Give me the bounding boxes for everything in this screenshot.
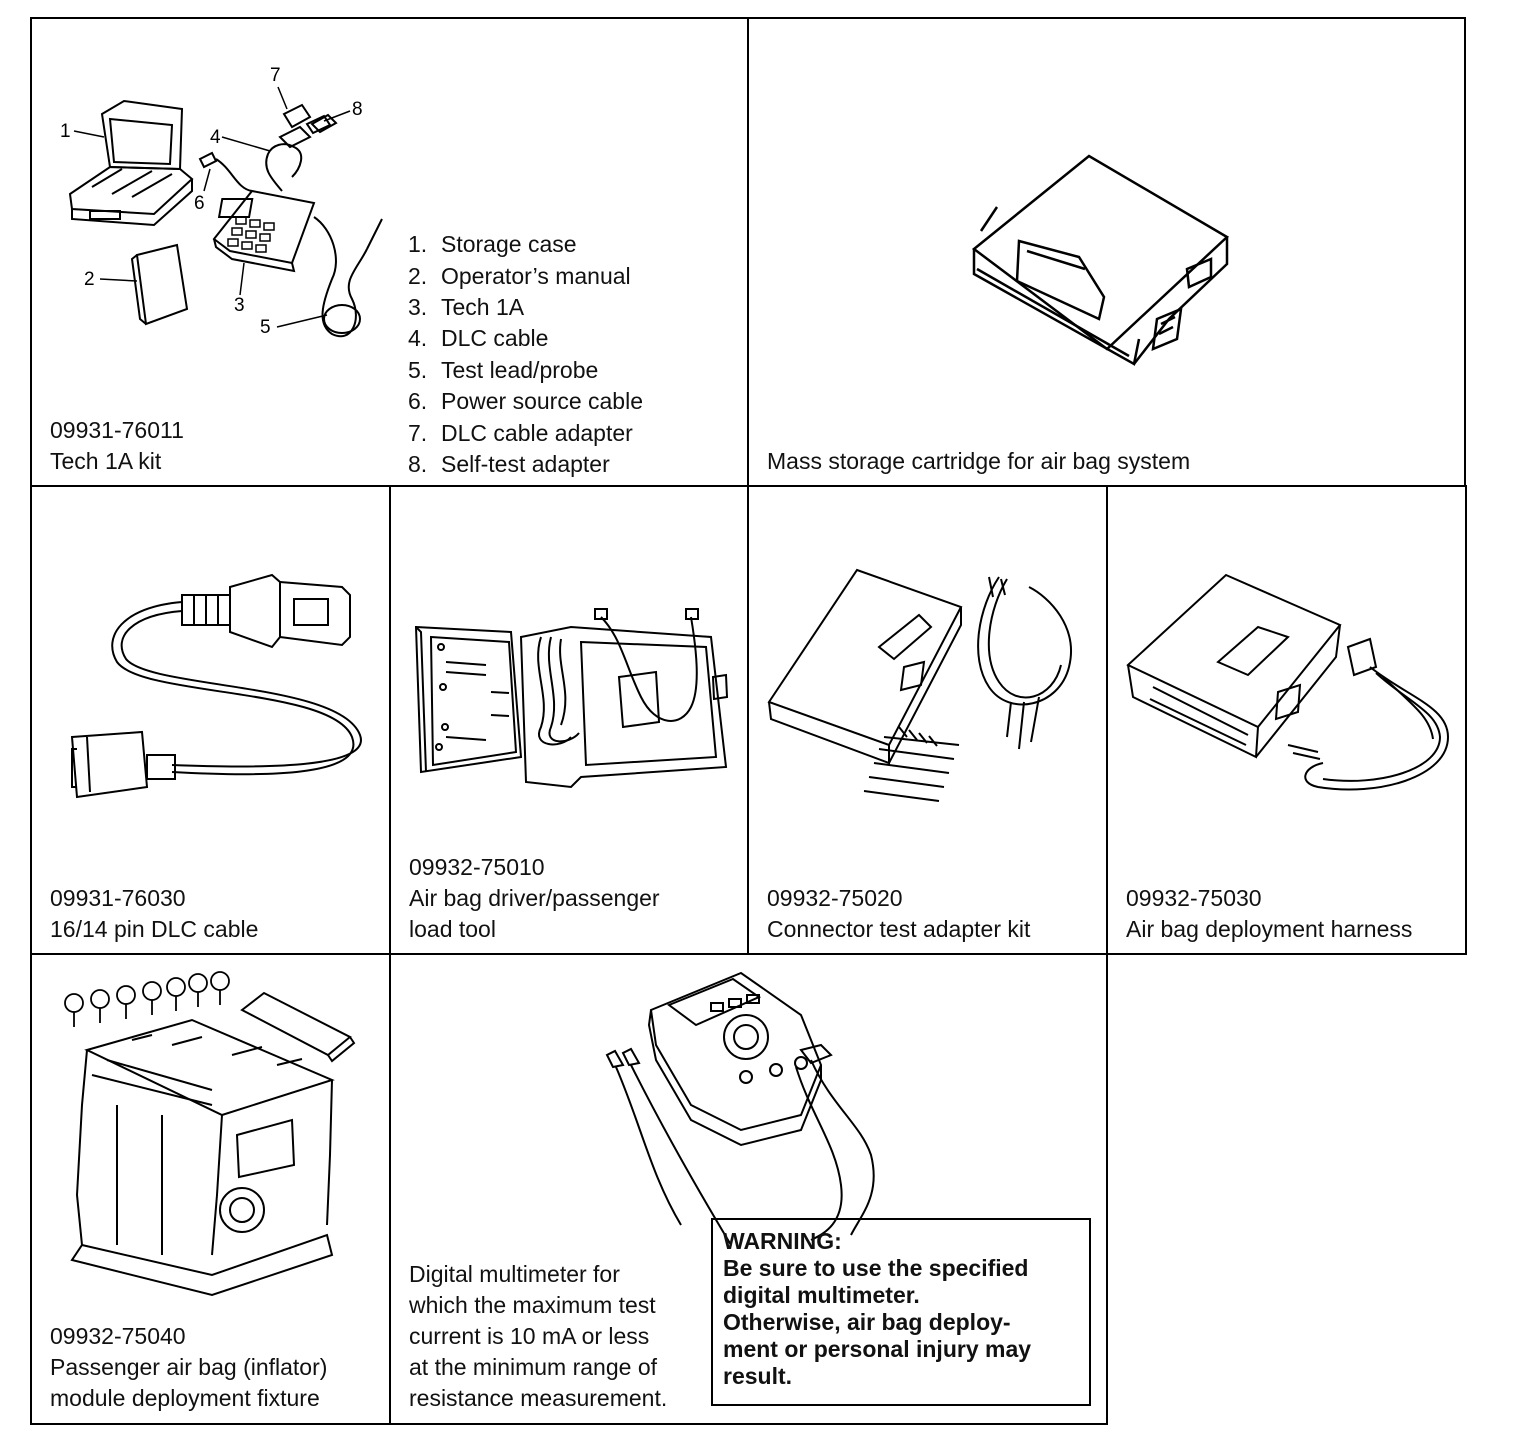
multimeter-description: Digital multimeter for which the maximum… [409,1259,667,1414]
tool-name: Connector test adapter kit [767,916,1031,942]
callout-4: 4 [210,127,221,148]
description-line: Digital multimeter for [409,1261,620,1287]
legend-item: 1.Storage case [408,231,577,258]
tool-caption: Mass storage cartridge for air bag syste… [767,446,1190,477]
tool-cell-load-tool: 09932-75010 Air bag driver/passenger loa… [389,485,750,955]
dlc-cable-illustration [32,487,393,957]
tool-name: Tech 1A kit [50,448,162,474]
connector-test-adapter-kit-illustration [749,487,1110,957]
callout-5: 5 [260,317,271,338]
description-line: which the maximum test [409,1292,656,1318]
part-number: 09932-75030 [1126,885,1262,911]
callout-8: 8 [352,99,363,120]
part-number: 09932-75020 [767,885,903,911]
legend-item: 5.Test lead/probe [408,356,599,383]
warning-line: Otherwise, air bag deploy- [723,1309,1011,1335]
warning-line: result. [723,1363,793,1389]
description-line: current is 10 mA or less [409,1323,650,1349]
tool-cell-tech-1a-kit: 1 2 3 4 5 6 7 8 1.Storage case 2.Operato… [30,17,749,487]
callout-7: 7 [270,65,281,86]
load-tool-illustration [391,487,752,957]
tool-name-line: module deployment fixture [50,1385,320,1411]
tool-name-line: load tool [409,916,496,942]
tool-name: Air bag deployment harness [1126,916,1413,942]
warning-line: digital multimeter. [723,1282,920,1308]
callout-6: 6 [194,193,205,214]
tool-caption: 09932-75030 Air bag deployment harness [1126,883,1412,945]
tool-caption: 09932-75020 Connector test adapter kit [767,883,1030,945]
tool-name-line: Passenger air bag (inflator) [50,1354,328,1380]
tool-cell-connector-test-adapter-kit: 09932-75020 Connector test adapter kit [747,485,1108,955]
tool-name: Mass storage cartridge for air bag syste… [767,448,1191,474]
tech-1a-kit-legend: 1.Storage case 2.Operator’s manual 3.Tec… [408,229,643,480]
part-number: 09931-76030 [50,885,186,911]
mass-storage-cartridge-illustration [749,19,1468,489]
part-number: 09932-75040 [50,1323,186,1349]
tool-name-line: Air bag driver/passenger [409,885,660,911]
tool-caption: 09932-75010 Air bag driver/passenger loa… [409,852,660,945]
tech-1a-kit-illustration: 1 2 3 4 5 6 7 8 [60,65,751,338]
tool-name: 16/14 pin DLC cable [50,916,259,942]
legend-item: 4.DLC cable [408,325,549,352]
callout-2: 2 [84,269,95,290]
legend-item: 2.Operator’s manual [408,262,631,289]
part-number: 09932-75010 [409,854,545,880]
digital-multimeter-illustration [391,955,1110,1427]
deployment-fixture-illustration [32,955,393,1427]
tool-cell-deployment-harness: 09932-75030 Air bag deployment harness [1106,485,1467,955]
warning-title: WARNING: [723,1228,842,1254]
tool-cell-deployment-fixture: 09932-75040 Passenger air bag (inflator)… [30,953,391,1425]
legend-item: 6.Power source cable [408,388,643,415]
description-line: resistance measurement. [409,1385,668,1411]
warning-line: ment or personal injury may [723,1336,1032,1362]
legend-item: 3.Tech 1A [408,293,525,320]
callout-3: 3 [234,295,245,316]
tool-caption: 09931-76030 16/14 pin DLC cable [50,883,258,945]
part-number: 09931-76011 [50,417,184,443]
tool-caption: 09931-76011 Tech 1A kit [50,415,184,477]
tool-cell-digital-multimeter: Digital multimeter for which the maximum… [389,953,1108,1425]
description-line: at the minimum range of [409,1354,658,1380]
legend-item: 8.Self-test adapter [408,450,610,477]
callout-1: 1 [60,121,71,142]
legend-item: 7.DLC cable adapter [408,419,633,446]
tool-caption: 09932-75040 Passenger air bag (inflator)… [50,1321,327,1414]
warning-line: Be sure to use the specified [723,1255,1029,1281]
tool-cell-dlc-cable: 09931-76030 16/14 pin DLC cable [30,485,391,955]
tool-cell-mass-storage-cartridge: Mass storage cartridge for air bag syste… [747,17,1466,487]
deployment-harness-illustration [1108,487,1469,957]
warning-box: WARNING: Be sure to use the specified di… [711,1218,1091,1406]
